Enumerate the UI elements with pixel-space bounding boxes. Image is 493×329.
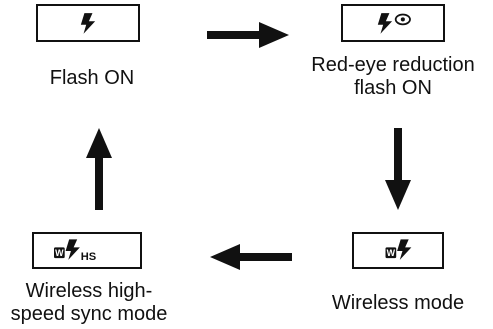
arrow-left-icon [210,244,292,270]
red-eye-flash-label: Red-eye reduction flash ON [311,54,475,99]
wireless-mode-icon-box: W [352,232,444,269]
arrow-right-icon [207,22,289,48]
flash-red-eye-icon [377,13,411,34]
wireless-mark-text: W [387,248,396,258]
red-eye-eye-icon [394,13,411,26]
flash-on-label: Flash ON [49,67,135,89]
arrow-down-icon [385,128,411,210]
wireless-mark-text: W [55,248,64,258]
flash-on-icon-box [36,4,140,42]
wireless-high-speed-icon-box: W HS [32,232,142,269]
wireless-mode-label: Wireless mode [331,292,465,314]
wireless-high-speed-flash-icon: W HS [54,239,96,263]
wireless-high-speed-label: Wireless high- speed sync mode [10,280,168,325]
high-speed-text: HS [81,251,96,263]
red-eye-flash-icon-box [341,4,445,42]
wireless-flash-icon: W [385,239,412,260]
flash-icon [80,13,96,34]
arrow-up-icon [86,128,112,210]
